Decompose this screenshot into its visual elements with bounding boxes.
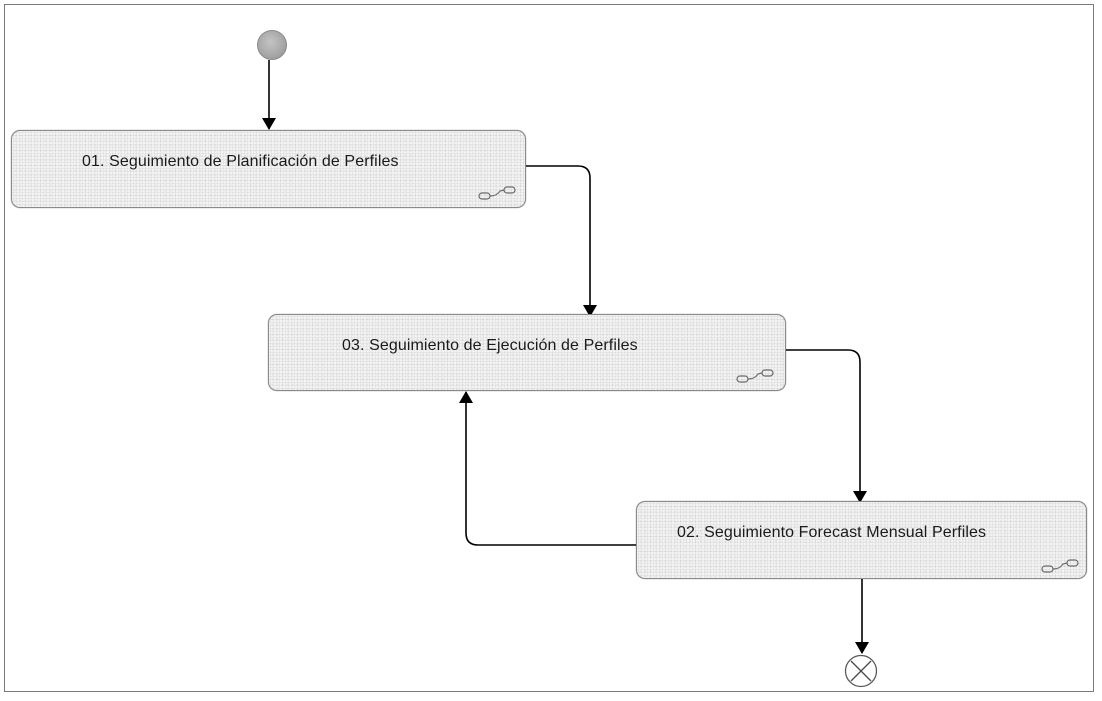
task-01-seguimiento-planificacion[interactable]: 01. Seguimiento de Planificación de Perf… [11, 130, 526, 208]
task-label: 02. Seguimiento Forecast Mensual Perfile… [677, 524, 987, 541]
start-event-circle-icon[interactable] [257, 30, 287, 60]
flow-task-01-to-task-03[interactable] [526, 165, 597, 317]
task-02-seguimiento-forecast[interactable]: 02. Seguimiento Forecast Mensual Perfile… [636, 501, 1087, 579]
task-label: 01. Seguimiento de Planificación de Perf… [82, 153, 399, 170]
flow-task-03-to-task-02[interactable] [786, 349, 867, 503]
subprocess-link-icon [1041, 559, 1079, 573]
subprocess-link-icon [478, 186, 516, 200]
subprocess-link-icon [736, 369, 774, 383]
task-label: 03. Seguimiento de Ejecución de Perfiles [342, 337, 638, 354]
flow-task-02-to-task-03[interactable] [459, 391, 636, 546]
task-03-seguimiento-ejecucion[interactable]: 03. Seguimiento de Ejecución de Perfiles [268, 314, 786, 391]
terminate-end-event-icon[interactable] [844, 654, 878, 688]
diagram-frame [4, 4, 1094, 692]
